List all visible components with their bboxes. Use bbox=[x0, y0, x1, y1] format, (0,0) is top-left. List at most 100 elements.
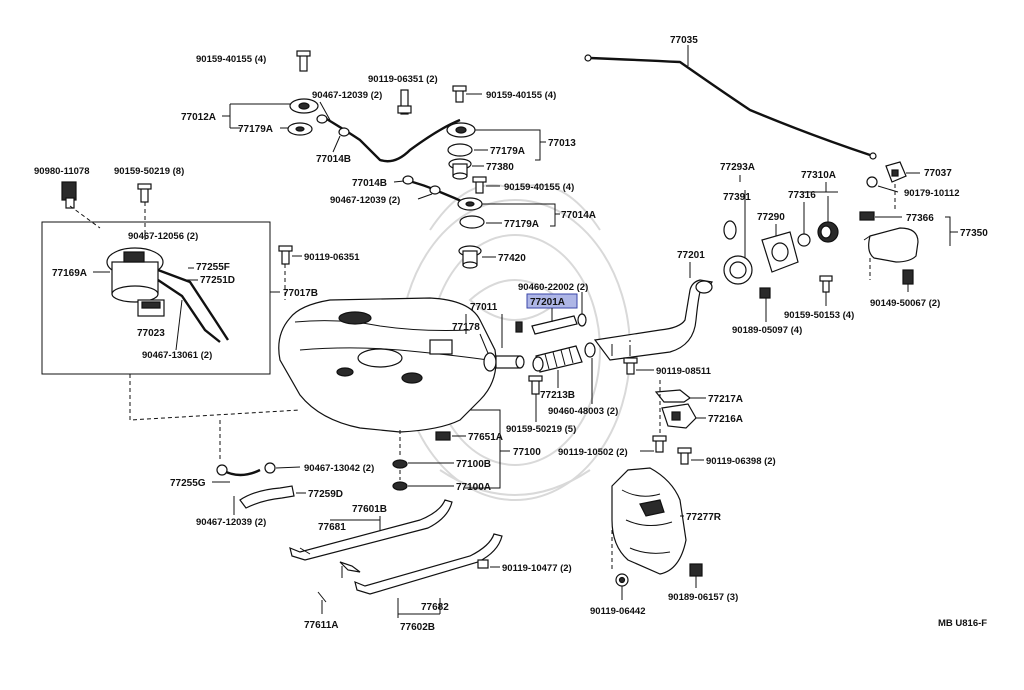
clip-77178[interactable] bbox=[515, 321, 523, 333]
part-77310A-grommet[interactable] bbox=[797, 221, 839, 247]
bolt-90119-06351[interactable] bbox=[278, 245, 293, 265]
label-77216A[interactable]: 77216A bbox=[708, 414, 743, 425]
grommet-90119-06442[interactable] bbox=[615, 573, 629, 587]
label-77179A-a[interactable]: 77179A bbox=[238, 124, 273, 135]
label-77251D[interactable]: 77251D bbox=[200, 275, 235, 286]
label-77100A[interactable]: 77100A bbox=[456, 482, 491, 493]
label-77201A[interactable]: 77201A bbox=[530, 297, 565, 308]
label-90460-22002[interactable]: 90460-22002 (2) bbox=[518, 282, 588, 293]
label-90467-13061[interactable]: 90467-13061 (2) bbox=[142, 350, 212, 361]
clamp-90467-13042[interactable] bbox=[264, 462, 276, 474]
clamp-77014B-a[interactable] bbox=[316, 114, 350, 137]
part-77391-ring[interactable] bbox=[723, 220, 737, 240]
part-77601B-strap[interactable] bbox=[289, 499, 453, 561]
part-90980-11078-connector[interactable] bbox=[61, 181, 77, 209]
part-77179A-gasket-c[interactable] bbox=[459, 215, 485, 229]
label-90189-05097[interactable]: 90189-05097 (4) bbox=[732, 325, 802, 336]
label-90119-08511[interactable]: 90119-08511 bbox=[656, 366, 712, 377]
label-77380[interactable]: 77380 bbox=[486, 162, 514, 173]
label-90159-50219-5[interactable]: 90159-50219 (5) bbox=[506, 424, 576, 435]
label-77259D[interactable]: 77259D bbox=[308, 489, 343, 500]
bolt-90159-50219-8[interactable] bbox=[137, 183, 152, 203]
part-77179A-gasket-b[interactable] bbox=[447, 143, 473, 157]
label-77035[interactable]: 77035 bbox=[670, 35, 698, 46]
label-77420[interactable]: 77420 bbox=[498, 253, 526, 264]
label-90119-06351-2[interactable]: 90119-06351 (2) bbox=[368, 74, 438, 85]
label-77201[interactable]: 77201 bbox=[677, 250, 705, 261]
label-77293A[interactable]: 77293A bbox=[720, 162, 755, 173]
clip-90189-06157[interactable] bbox=[689, 563, 703, 577]
label-90467-12039-c[interactable]: 90467-12039 (2) bbox=[196, 517, 266, 528]
part-77035-cable[interactable] bbox=[584, 45, 877, 160]
label-77014B-b[interactable]: 77014B bbox=[352, 178, 387, 189]
label-90119-10477[interactable]: 90119-10477 (2) bbox=[502, 563, 572, 574]
part-77201-filler-pipe[interactable] bbox=[593, 279, 713, 361]
label-77178[interactable]: 77178 bbox=[452, 322, 480, 333]
label-77611A[interactable]: 77611A bbox=[304, 620, 338, 631]
label-90460-48003[interactable]: 90460-48003 (2) bbox=[548, 406, 618, 417]
label-77100B[interactable]: 77100B bbox=[456, 459, 491, 470]
label-90179-10112[interactable]: 90179-10112 bbox=[904, 188, 959, 199]
bolt-90119-08511[interactable] bbox=[623, 357, 638, 375]
label-77681[interactable]: 77681 bbox=[318, 522, 346, 533]
clip-90149-50067[interactable] bbox=[902, 269, 914, 285]
label-77023[interactable]: 77023 bbox=[137, 328, 165, 339]
label-90159-40155-c[interactable]: 90159-40155 (4) bbox=[504, 182, 574, 193]
part-77216A-bracket[interactable] bbox=[661, 403, 697, 429]
label-77217A[interactable]: 77217A bbox=[708, 394, 743, 405]
part-77100-fuel-tank[interactable] bbox=[278, 297, 497, 433]
label-77255F[interactable]: 77255F bbox=[196, 262, 230, 273]
label-90119-06351[interactable]: 90119-06351 bbox=[304, 252, 360, 263]
part-77217A-bracket[interactable] bbox=[654, 389, 692, 403]
label-77169A[interactable]: 77169A bbox=[52, 268, 87, 279]
label-90119-06398[interactable]: 90119-06398 (2) bbox=[706, 456, 776, 467]
label-77350[interactable]: 77350 bbox=[960, 228, 988, 239]
bolt-90119-06351-2[interactable] bbox=[397, 89, 412, 115]
part-77611A-pin[interactable] bbox=[317, 591, 327, 603]
label-77011[interactable]: 77011 bbox=[470, 302, 498, 313]
part-77169A-sender[interactable] bbox=[106, 247, 230, 343]
label-77366[interactable]: 77366 bbox=[906, 213, 934, 224]
label-77014A[interactable]: 77014A bbox=[561, 210, 596, 221]
label-77179A-b[interactable]: 77179A bbox=[490, 146, 525, 157]
label-77179A-c[interactable]: 77179A bbox=[504, 219, 539, 230]
bolt-90159-40155-a[interactable] bbox=[296, 50, 311, 72]
label-77601B[interactable]: 77601B bbox=[352, 504, 387, 515]
part-77420-cap[interactable] bbox=[458, 245, 482, 269]
nut-90179-10112[interactable] bbox=[866, 176, 878, 188]
label-90980-11078[interactable]: 90980-11078 bbox=[34, 166, 89, 177]
label-77290[interactable]: 77290 bbox=[757, 212, 785, 223]
label-90159-50153[interactable]: 90159-50153 (4) bbox=[784, 310, 854, 321]
label-77682[interactable]: 77682 bbox=[421, 602, 449, 613]
label-90119-06442[interactable]: 90119-06442 bbox=[590, 606, 645, 617]
label-90467-12056[interactable]: 90467-12056 (2) bbox=[128, 231, 198, 242]
clamp-77014B-b[interactable] bbox=[402, 175, 441, 195]
bolt-90119-10502[interactable] bbox=[652, 435, 667, 453]
label-77213B[interactable]: 77213B bbox=[540, 390, 575, 401]
part-77037-opener[interactable] bbox=[885, 161, 907, 183]
part-77350-fuel-door[interactable] bbox=[863, 227, 919, 263]
label-90467-12039-a[interactable]: 90467-12039 (2) bbox=[312, 90, 382, 101]
label-77277R[interactable]: 77277R bbox=[686, 512, 722, 523]
label-90467-12039-b[interactable]: 90467-12039 (2) bbox=[330, 195, 400, 206]
label-77255G[interactable]: 77255G bbox=[170, 478, 206, 489]
label-90159-40155-b[interactable]: 90159-40155 (4) bbox=[486, 90, 556, 101]
screw-90159-50153[interactable] bbox=[819, 275, 833, 293]
label-77037[interactable]: 77037 bbox=[924, 168, 952, 179]
label-77012A[interactable]: 77012A bbox=[181, 112, 216, 123]
part-77011-pipe[interactable] bbox=[483, 352, 525, 372]
part-77213B-hose[interactable] bbox=[532, 342, 596, 373]
part-77259D-hose[interactable] bbox=[239, 485, 295, 509]
clamp-90460-22002[interactable] bbox=[577, 313, 587, 327]
part-77380-cap[interactable] bbox=[448, 158, 472, 180]
part-77366-hinge[interactable] bbox=[859, 211, 875, 221]
part-77293A-neck-cap[interactable] bbox=[723, 255, 753, 285]
label-77391[interactable]: 77391 bbox=[723, 192, 751, 203]
label-90159-40155-a[interactable]: 90159-40155 (4) bbox=[196, 54, 266, 65]
part-77651A-pad[interactable] bbox=[435, 431, 451, 441]
clip-90189-05097[interactable] bbox=[759, 287, 771, 299]
bolt-90159-40155-b[interactable] bbox=[452, 85, 467, 103]
part-77100A-cap[interactable] bbox=[392, 481, 408, 491]
label-77100[interactable]: 77100 bbox=[513, 447, 541, 458]
bolt-90159-40155-c[interactable] bbox=[472, 176, 487, 194]
